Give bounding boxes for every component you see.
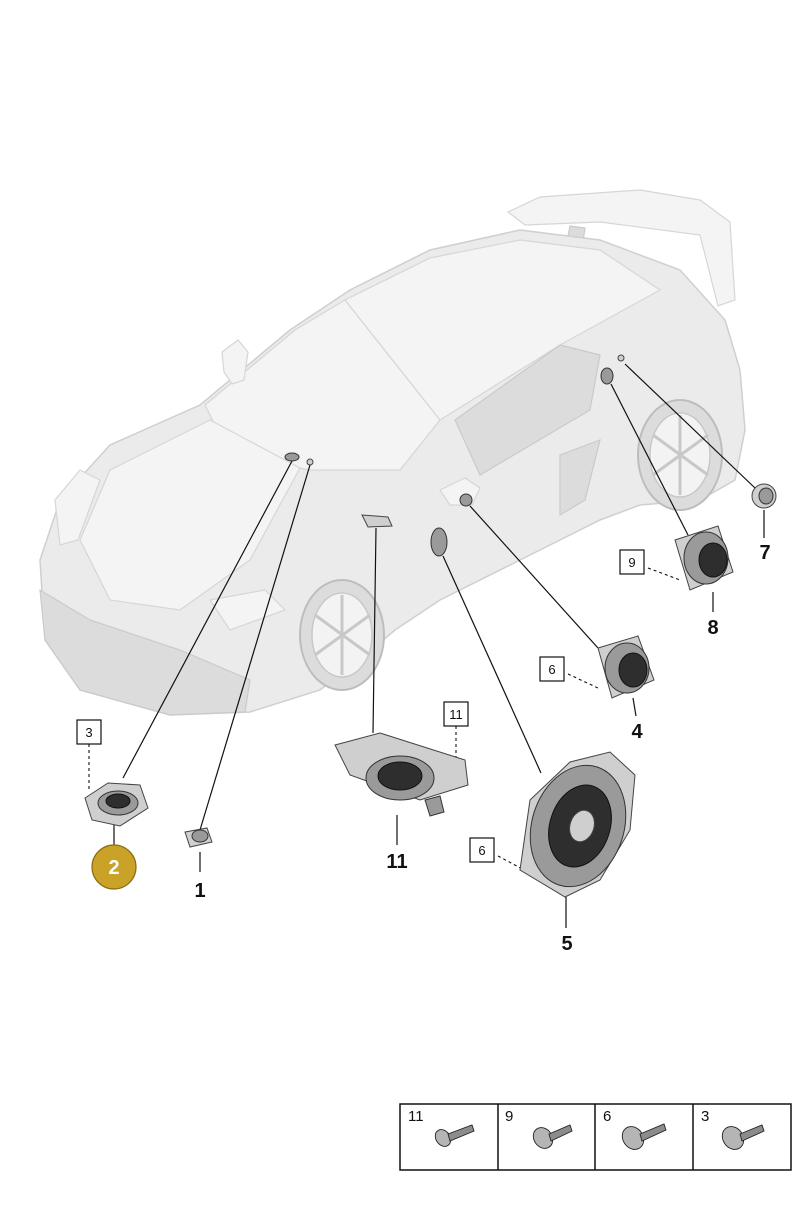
screw-11-icon — [434, 1124, 475, 1147]
part-1-small-module[interactable] — [184, 827, 213, 848]
mount-point-rear-tweeter — [617, 354, 625, 362]
fastener-cell-6[interactable]: 6 — [603, 1108, 667, 1154]
highlight-circle-2[interactable] — [91, 844, 137, 890]
roof — [344, 239, 662, 421]
callout-8-label[interactable]: 8 — [707, 617, 718, 639]
ref-box-3: 3 — [76, 719, 102, 745]
ref-box-9: 9 — [619, 549, 645, 575]
part-7-rear-tweeter[interactable] — [751, 483, 777, 509]
side-window — [454, 344, 601, 476]
mount-point-door-mid — [459, 493, 473, 507]
ref-box-6-lower: 6 — [469, 837, 495, 863]
mount-point-tweeter-left — [284, 452, 300, 462]
side-mirror — [221, 339, 249, 385]
right-headlight — [208, 589, 287, 631]
callout-4-label[interactable]: 4 — [631, 721, 643, 743]
rear-wheel — [637, 399, 723, 511]
fastener-cell-11-label: 11 — [408, 1108, 424, 1125]
mount-point-rear-mid — [600, 367, 614, 385]
front-bumper — [39, 588, 251, 716]
part-5-door-woofer[interactable] — [515, 751, 641, 899]
screw-6-icon — [621, 1123, 667, 1150]
side-air-intake — [559, 439, 601, 517]
callout-11-label[interactable]: 11 — [386, 851, 407, 873]
fastener-cell-9[interactable]: 9 — [505, 1108, 573, 1152]
callout-7-label[interactable]: 7 — [759, 542, 770, 564]
fastener-table: 11 9 6 3 — [399, 1103, 792, 1171]
callout-1-label[interactable]: 1 — [194, 880, 205, 902]
ref-box-11: 11 — [443, 701, 469, 727]
fastener-cell-3[interactable]: 3 — [701, 1108, 765, 1154]
fastener-cell-6-label: 6 — [603, 1108, 611, 1125]
callout-5-label[interactable]: 5 — [561, 933, 572, 955]
fastener-cell-11[interactable]: 11 — [408, 1108, 475, 1149]
ref-box-6-lower-label: 6 — [478, 843, 485, 858]
car-illustration — [39, 189, 746, 716]
ref-box-3-label: 3 — [85, 725, 92, 740]
leader-lines — [88, 363, 765, 928]
screw-3-icon — [721, 1124, 765, 1150]
part-4-midrange-speaker[interactable] — [597, 635, 655, 699]
fastener-cell-3-label: 3 — [701, 1108, 709, 1125]
callout-2-label[interactable]: 2 — [108, 857, 119, 879]
part-11-center-speaker[interactable] — [334, 732, 469, 817]
hood — [79, 419, 301, 611]
ref-box-6-upper-label: 6 — [548, 662, 555, 677]
part-2-tweeter[interactable] — [84, 782, 149, 827]
left-headlight — [54, 469, 101, 546]
screw-9-icon — [532, 1124, 573, 1149]
mount-point-sensor — [306, 458, 314, 466]
rear-spoiler — [506, 189, 736, 307]
mount-point-door-woofer — [430, 527, 448, 557]
ref-box-9-label: 9 — [628, 555, 635, 570]
ref-box-6-upper: 6 — [539, 656, 565, 682]
front-wheel — [299, 579, 385, 691]
part-8-rear-speaker[interactable] — [674, 525, 734, 591]
ref-box-11-label: 11 — [449, 707, 463, 722]
mount-point-center-speaker — [361, 514, 393, 528]
fastener-cell-9-label: 9 — [505, 1108, 513, 1125]
